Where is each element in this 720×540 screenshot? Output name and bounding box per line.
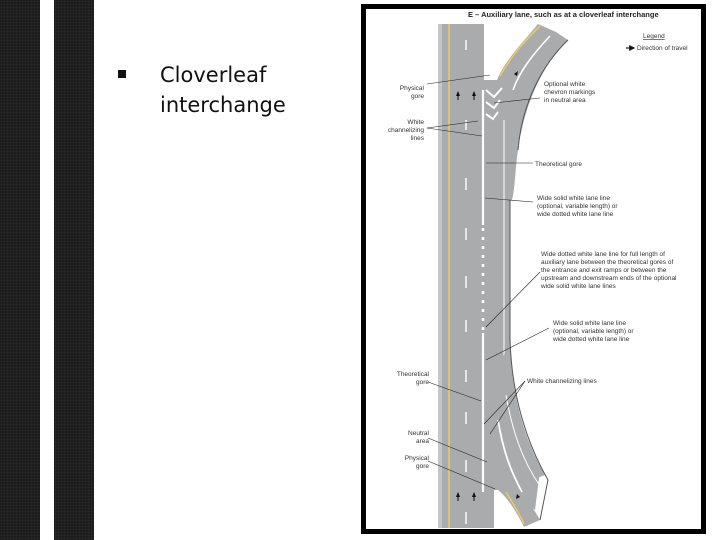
label-white-channelizing-bottom: White channelizing lines: [527, 378, 597, 385]
label-chevron-markings-2: chevron markings: [544, 89, 596, 96]
label-white-channelizing-3: lines: [411, 135, 425, 142]
label-wide-dotted: Wide dotted white lane line for full len…: [541, 251, 665, 258]
label-theoretical-gore-bottom-2: gore: [416, 379, 429, 386]
leader-lines: [426, 74, 550, 490]
label-white-channelizing: White: [407, 119, 424, 126]
label-wide-dotted-5: wide solid white lane lines: [540, 283, 617, 290]
main-road: [438, 24, 484, 528]
legend-item: Direction of travel: [637, 45, 688, 52]
label-physical-gore-bottom-2: gore: [416, 463, 429, 470]
label-physical-gore-top-2: gore: [411, 93, 424, 100]
label-neutral-area-2: area: [416, 438, 429, 445]
interchange-diagram: E – Auxiliary lane, such as at a cloverl…: [361, 4, 706, 534]
label-wide-solid-bottom-3: wide dotted white lane line: [552, 336, 630, 343]
direction-arrow-icon: [456, 71, 520, 501]
decorative-bar-inner: [54, 0, 94, 540]
label-physical-gore-top: Physical: [400, 85, 425, 92]
label-chevron-markings-3: in neutral area: [544, 97, 586, 104]
bullet-item: Cloverleaf interchange: [118, 60, 320, 120]
entrance-ramp: [495, 339, 549, 527]
bullet-text: Cloverleaf interchange: [160, 63, 286, 117]
label-theoretical-gore-top: Theoretical gore: [535, 161, 582, 168]
label-wide-solid-bottom: Wide solid white lane line: [553, 320, 626, 327]
label-wide-dotted-3: the entrance and exit ramps or between t…: [541, 267, 667, 274]
label-wide-solid-bottom-2: (optional, variable length) or: [553, 328, 634, 335]
label-wide-dotted-2: auxiliary lane between the theoretical g…: [541, 259, 673, 266]
label-wide-solid-top: Wide solid white lane line: [537, 195, 610, 202]
label-theoretical-gore-bottom: Theoretical: [397, 371, 430, 378]
label-physical-gore-bottom: Physical: [405, 455, 430, 462]
label-white-channelizing-2: channelizing: [388, 127, 425, 134]
label-neutral-area: Neutral: [408, 430, 430, 437]
road-diagram-svg: E – Auxiliary lane, such as at a cloverl…: [388, 10, 688, 528]
label-chevron-markings: Optional white: [544, 81, 586, 88]
legend-heading: Legend: [643, 33, 665, 40]
decorative-bar-left: [0, 0, 40, 540]
figure-title: E – Auxiliary lane, such as at a cloverl…: [468, 10, 659, 19]
label-wide-solid-top-3: wide dotted white lane line: [536, 211, 614, 218]
exit-ramp: [497, 24, 569, 200]
label-wide-dotted-4: upstream and downstream ends of the opti…: [541, 275, 677, 282]
square-bullet-icon: [118, 70, 126, 78]
label-wide-solid-top-2: (optional, variable length) or: [537, 203, 618, 210]
